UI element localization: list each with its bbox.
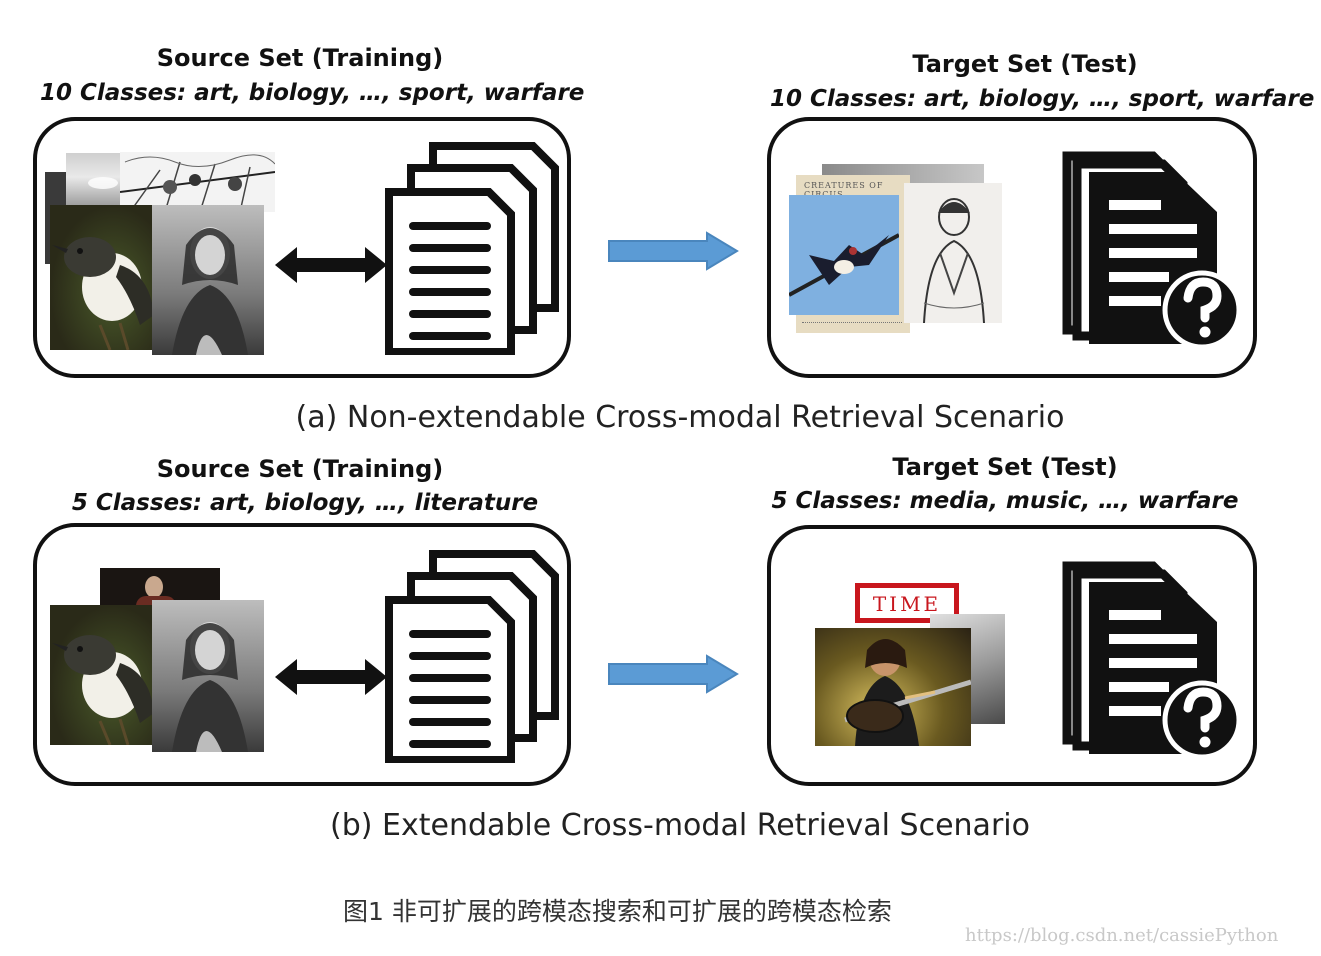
document-stack-icon [385,550,559,763]
double-arrow-icon [275,247,387,283]
panel-b-source-classes: 5 Classes: art, biology, …, literature [71,490,539,516]
cavalry-sketch-photo [120,152,275,212]
swallow-bird-photo [789,195,899,315]
guitarist-photo [815,628,971,746]
bird-photo [50,605,155,745]
portrait-sketch-photo [904,183,1002,323]
panel-b-caption: (b) Extendable Cross-modal Retrieval Sce… [330,808,1030,843]
panel-a-target-title: Target Set (Test) [912,50,1138,78]
bird-photo [50,205,155,350]
panel-b-target-title: Target Set (Test) [892,453,1118,481]
document-stack-icon [385,142,559,355]
panel-b-target-classes: 5 Classes: media, music, …, warfare [771,488,1239,514]
mona-lisa-photo [152,600,264,752]
panel-b-source-title: Source Set (Training) [156,455,444,483]
time-magazine-photo: TIME [855,583,959,623]
watermark: https://blog.csdn.net/cassiePython [965,925,1279,946]
question-document-icon [1062,561,1242,760]
question-document-icon [1062,151,1242,350]
mona-lisa-photo [152,205,264,355]
right-arrow-icon [608,654,739,694]
grey-landscape-photo [66,153,130,213]
right-arrow-icon [608,231,739,271]
panel-a-target-classes: 10 Classes: art, biology, …, sport, warf… [770,86,1315,112]
panel-a-source-classes: 10 Classes: art, biology, …, sport, warf… [40,80,585,106]
double-arrow-icon [275,659,387,695]
panel-a-source-title: Source Set (Training) [156,44,444,72]
panel-a-caption: (a) Non-extendable Cross-modal Retrieval… [295,400,1065,435]
figure-caption: 图1 非可扩展的跨模态搜索和可扩展的跨模态检索 [343,897,892,926]
